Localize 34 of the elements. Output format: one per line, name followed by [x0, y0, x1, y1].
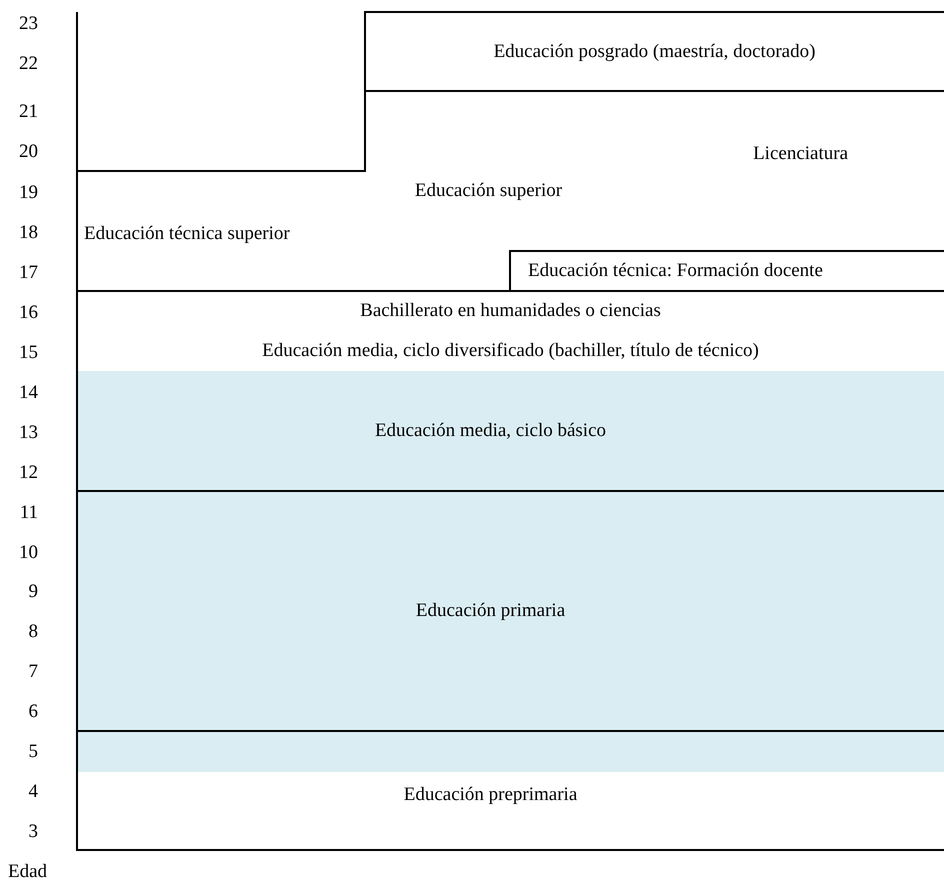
stage-label: Bachillerato en humanidades o ciencias	[360, 300, 661, 322]
age-label: 22	[19, 53, 38, 75]
stage-label: Educación media, ciclo diversificado (bachiller, título de técnico)	[262, 340, 759, 362]
age-label: 8	[28, 621, 38, 643]
age-label: 11	[20, 502, 38, 524]
stage-label: Educación preprimaria	[404, 784, 578, 806]
age-label: 18	[19, 222, 38, 244]
stage-label: Educación técnica superior	[84, 223, 290, 245]
stage-region	[77, 371, 944, 491]
axis-title: Edad	[8, 861, 48, 882]
age-label: 14	[19, 382, 38, 404]
stage-label: Licenciatura	[753, 143, 848, 165]
age-label: 19	[19, 182, 38, 204]
age-label: 4	[28, 781, 38, 803]
age-label: 15	[19, 342, 38, 364]
age-label: 10	[19, 542, 38, 564]
stage-label: Educación media, ciclo básico	[374, 420, 606, 442]
age-label: 20	[19, 141, 38, 163]
age-label: 5	[28, 741, 38, 763]
stage-label: Educación posgrado (maestría, doctorado)	[494, 40, 816, 62]
age-label: 9	[28, 581, 38, 603]
age-label: 12	[19, 462, 38, 484]
age-label: 3	[28, 821, 38, 843]
age-label: 23	[19, 13, 38, 35]
age-label: 7	[28, 661, 38, 683]
age-label: 6	[28, 701, 38, 723]
age-label: 13	[19, 422, 38, 444]
age-label: 21	[19, 101, 38, 123]
stage-label: Educación superior	[414, 180, 562, 202]
stage-label: Educación primaria	[416, 600, 566, 622]
age-label: 17	[19, 262, 38, 284]
stage-region	[77, 491, 944, 731]
age-label: 16	[19, 302, 38, 324]
stage-label: Educación técnica: Formación docente	[528, 260, 823, 282]
